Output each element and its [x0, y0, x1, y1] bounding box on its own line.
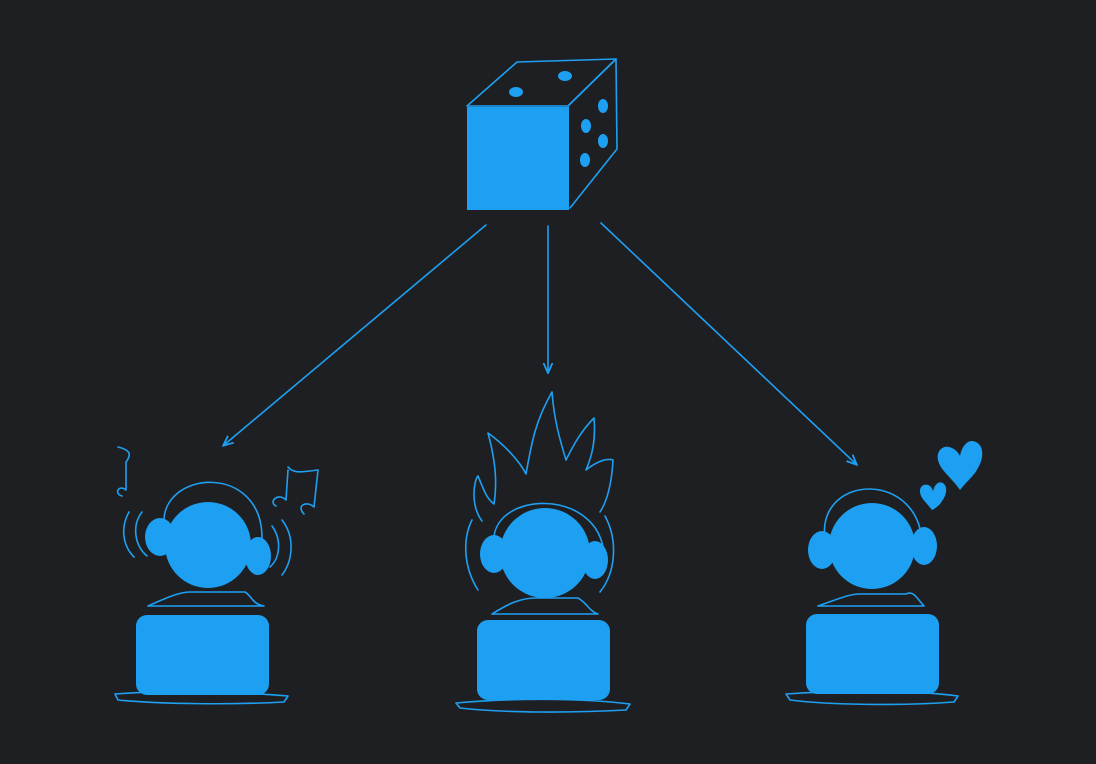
person-love-icon	[785, 488, 959, 706]
person-fire-icon	[455, 502, 631, 713]
person-music-icon	[114, 481, 292, 705]
flames-icon	[464, 391, 615, 593]
arrow-to-right-person	[600, 222, 856, 464]
arrow-to-left-person	[224, 224, 487, 445]
music-notes-icon	[116, 446, 319, 515]
arrows	[224, 222, 856, 464]
hearts-icon	[920, 440, 983, 510]
dice-icon	[466, 58, 618, 210]
